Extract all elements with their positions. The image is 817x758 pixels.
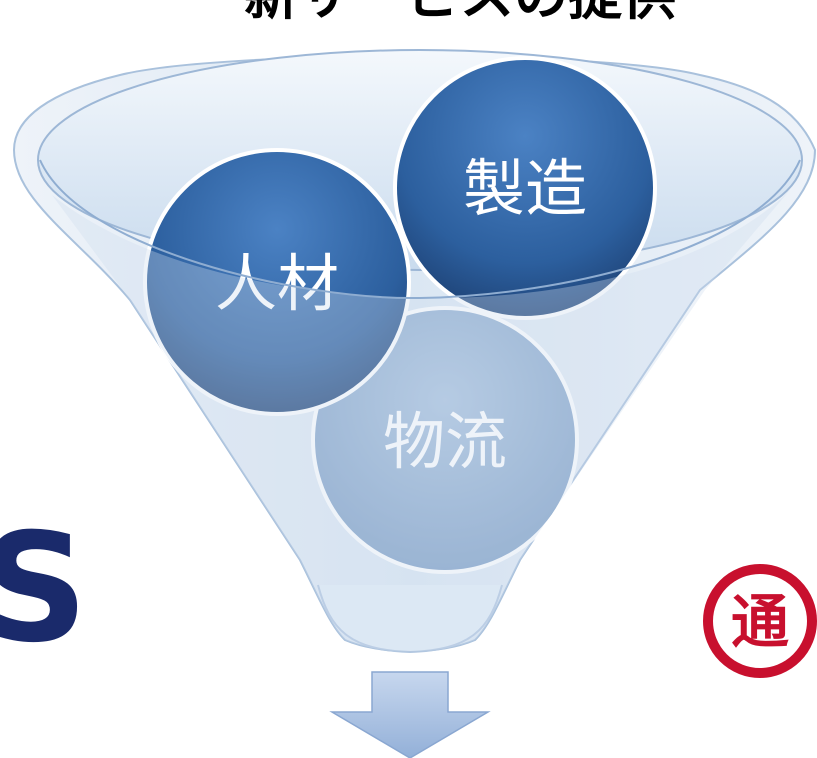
circle-butsuryu: 物流 [311, 306, 579, 574]
funnel-glass-overlay [52, 190, 790, 652]
circle-label-butsuryu: 物流 [383, 405, 507, 478]
funnel-spout [317, 584, 503, 654]
circle-label-seizo: 製造 [463, 152, 587, 225]
left-logo: S [0, 502, 88, 676]
circle-seizo: 製造 [393, 56, 657, 320]
right-logo-text: 通 [731, 588, 789, 656]
diagram-title: 新サービスの提供 [244, 0, 676, 27]
right-seal-logo: 通 [703, 564, 817, 678]
left-logo-text: S [0, 502, 88, 676]
down-arrow-icon [329, 671, 491, 758]
funnel-rim-front [39, 159, 801, 300]
